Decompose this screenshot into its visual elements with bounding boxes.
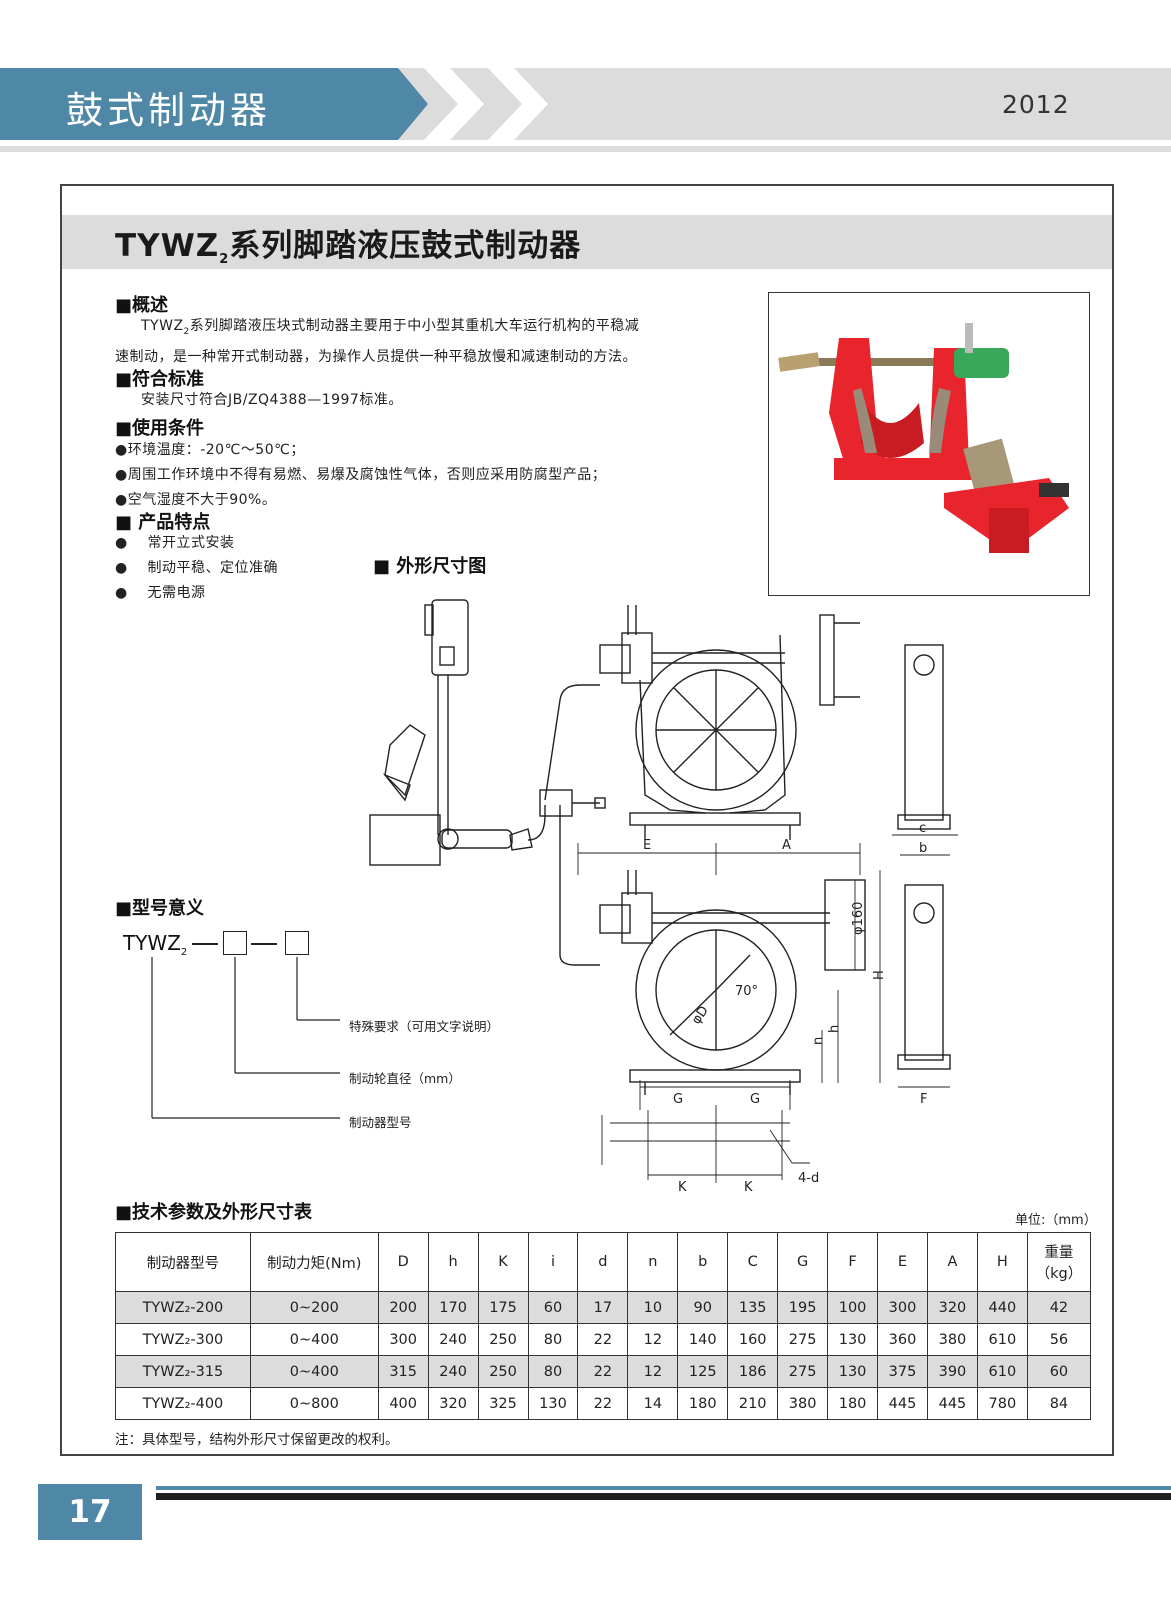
model-code: TYWZ2 (123, 931, 188, 958)
header-title: 鼓式制动器 (66, 89, 271, 132)
model-legend-special: 特殊要求（可用文字说明） (349, 1019, 500, 1034)
model-dash (192, 943, 218, 945)
unit-label: 单位:（mm） (1015, 1213, 1097, 1228)
dim-label-a: A (782, 838, 791, 853)
column-header: F (827, 1232, 879, 1292)
dim-label-g1: G (673, 1092, 683, 1107)
column-header: K (477, 1232, 529, 1292)
table-note: 注：具体型号，结构外形尺寸保留更改的权利。 (115, 1432, 399, 1448)
dim-label-c: c (919, 821, 926, 836)
page-number: 17 (38, 1484, 142, 1540)
standard-heading: ■符合标准 (115, 369, 205, 390)
model-legend-diameter: 制动轮直径（mm） (349, 1071, 461, 1086)
dim-label-angle: 70° (735, 984, 758, 999)
column-header: b (677, 1232, 729, 1292)
model-meaning-heading: ■型号意义 (115, 898, 205, 919)
page-title: TYWZ2系列脚踏液压鼓式制动器 (115, 228, 582, 268)
list-item: ●周围工作环境中不得有易燃、易爆及腐蚀性气体，否则应采用防腐型产品； (115, 467, 607, 483)
header-divider (0, 146, 1171, 152)
list-item: ●空气湿度不大于90%。 (115, 492, 277, 508)
list-item: ● 常开立式安装 (115, 535, 235, 551)
dim-label-f: F (920, 1092, 927, 1107)
list-item: ● 制动平稳、定位准确 (115, 560, 279, 576)
spec-table-heading: ■技术参数及外形尺寸表 (115, 1202, 313, 1223)
dim-label-h-total: H (872, 970, 887, 980)
dim-label-h: h (827, 1025, 842, 1033)
column-header: 制动力矩(Nm) (249, 1232, 379, 1292)
model-dash (251, 943, 277, 945)
column-header: C (727, 1232, 779, 1292)
conditions-heading: ■使用条件 (115, 418, 205, 439)
standard-text: 安装尺寸符合JB/ZQ4388—1997标准。 (141, 392, 403, 408)
dim-label-n: n (811, 1037, 826, 1045)
title-bar (62, 215, 1112, 269)
header-year: 2012 (1002, 90, 1070, 119)
dim-label-b: b (919, 841, 927, 856)
features-list: ● 常开立式安装 ● 制动平稳、定位准确 ● 无需电源 (115, 531, 278, 606)
product-photo (768, 292, 1090, 596)
column-header: E (877, 1232, 928, 1292)
content-frame (60, 184, 1114, 1456)
dim-label-g2: G (750, 1092, 760, 1107)
list-item: ●环境温度：-20℃～50℃； (115, 442, 305, 458)
features-heading: ■ 产品特点 (115, 512, 211, 533)
dim-label-holes: 4-d (798, 1171, 819, 1186)
conditions-list: ●环境温度：-20℃～50℃； ●周围工作环境中不得有易燃、易爆及腐蚀性气体，否… (115, 438, 606, 513)
column-header: A (926, 1232, 978, 1292)
footer-line-dark (156, 1493, 1171, 1500)
dim-label-k1: K (678, 1180, 687, 1195)
dim-label-k2: K (744, 1180, 753, 1195)
column-header: D (377, 1232, 429, 1292)
model-leader-lines (151, 957, 340, 1119)
brake-photo-illustration (778, 323, 1069, 553)
list-item: ● 无需电源 (115, 585, 206, 601)
overview-text: TYWZ2系列脚踏液压块式制动器主要用于中小型其重机大车运行机构的平稳减 速制动… (115, 318, 640, 365)
column-header: d (577, 1232, 629, 1292)
table-header-row: 制动器型号 制动力矩(Nm) D h K i d n b C G F E A H… (115, 1232, 1092, 1292)
column-header: G (777, 1232, 829, 1292)
column-header: h (427, 1232, 479, 1292)
dim-label-phid: φD (689, 1003, 712, 1027)
column-header: 重量（kg） (1026, 1232, 1092, 1292)
dimension-drawing: E A c b φ160 H 70° φD h n G G F K K 4-d (369, 599, 958, 1195)
model-box-special (285, 931, 309, 955)
column-header: 制动器型号 (115, 1232, 251, 1292)
column-header: n (627, 1232, 679, 1292)
model-legend-type: 制动器型号 (349, 1115, 412, 1130)
overview-heading: ■概述 (115, 295, 169, 316)
dim-label-phi160: φ160 (851, 902, 866, 935)
drawing-heading: ■ 外形尺寸图 (373, 556, 487, 577)
header-title-panel (0, 68, 428, 140)
column-header: H (976, 1232, 1028, 1292)
footer-line-accent (156, 1486, 1171, 1490)
spec-table: 制动器型号 制动力矩(Nm) D h K i d n b C G F E A H… (115, 1232, 1092, 1420)
column-header: i (527, 1232, 579, 1292)
model-box-diameter (223, 931, 247, 955)
dim-label-e: E (643, 838, 651, 853)
